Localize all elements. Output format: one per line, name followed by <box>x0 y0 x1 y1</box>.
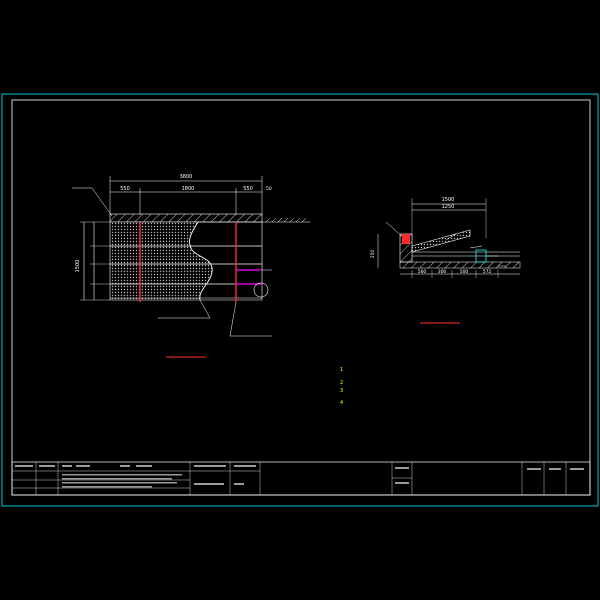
section-curb-red <box>402 234 410 244</box>
plan-break-line <box>189 221 213 301</box>
section-base-layer <box>399 261 521 269</box>
section-view: 1500 1250 250 560 300 500 572 <box>370 197 521 324</box>
plan-paving-area <box>109 221 213 301</box>
section-sloped-slab <box>411 229 471 253</box>
note-number: 1 <box>340 367 343 373</box>
title-block-frame <box>11 461 591 496</box>
sheet-border <box>1 93 599 507</box>
plan-view: 3800 550 1800 550 50 <box>72 174 310 358</box>
drawing-frame <box>11 99 591 496</box>
plan-dim-left-text: 550 <box>120 186 130 192</box>
title-block <box>11 461 591 496</box>
plan-dim-right-text: 550 <box>243 186 253 192</box>
note-number: 2 <box>340 380 343 386</box>
plan-dim-mid-text: 1800 <box>182 186 195 192</box>
section-bottom-dim: 560 <box>418 269 427 275</box>
note-number: 4 <box>340 400 343 406</box>
notes-block: 1 2 3 4 <box>340 367 343 406</box>
section-bottom-dim: 572 <box>483 269 492 275</box>
section-bottom-dim: 300 <box>438 269 447 275</box>
section-dim-top2: 1250 <box>442 204 455 210</box>
note-number: 3 <box>340 388 343 394</box>
plan-drain-circle <box>253 282 269 298</box>
plan-side-dim-text: 1500 <box>75 260 81 273</box>
section-bottom-dim: 500 <box>460 269 469 275</box>
plan-dim-end-text: 50 <box>266 186 272 192</box>
plan-total-dim-text: 3800 <box>180 174 193 180</box>
section-dim-top: 1500 <box>442 197 455 203</box>
section-left-dim: 250 <box>370 250 376 259</box>
plan-curb-band <box>109 213 263 223</box>
